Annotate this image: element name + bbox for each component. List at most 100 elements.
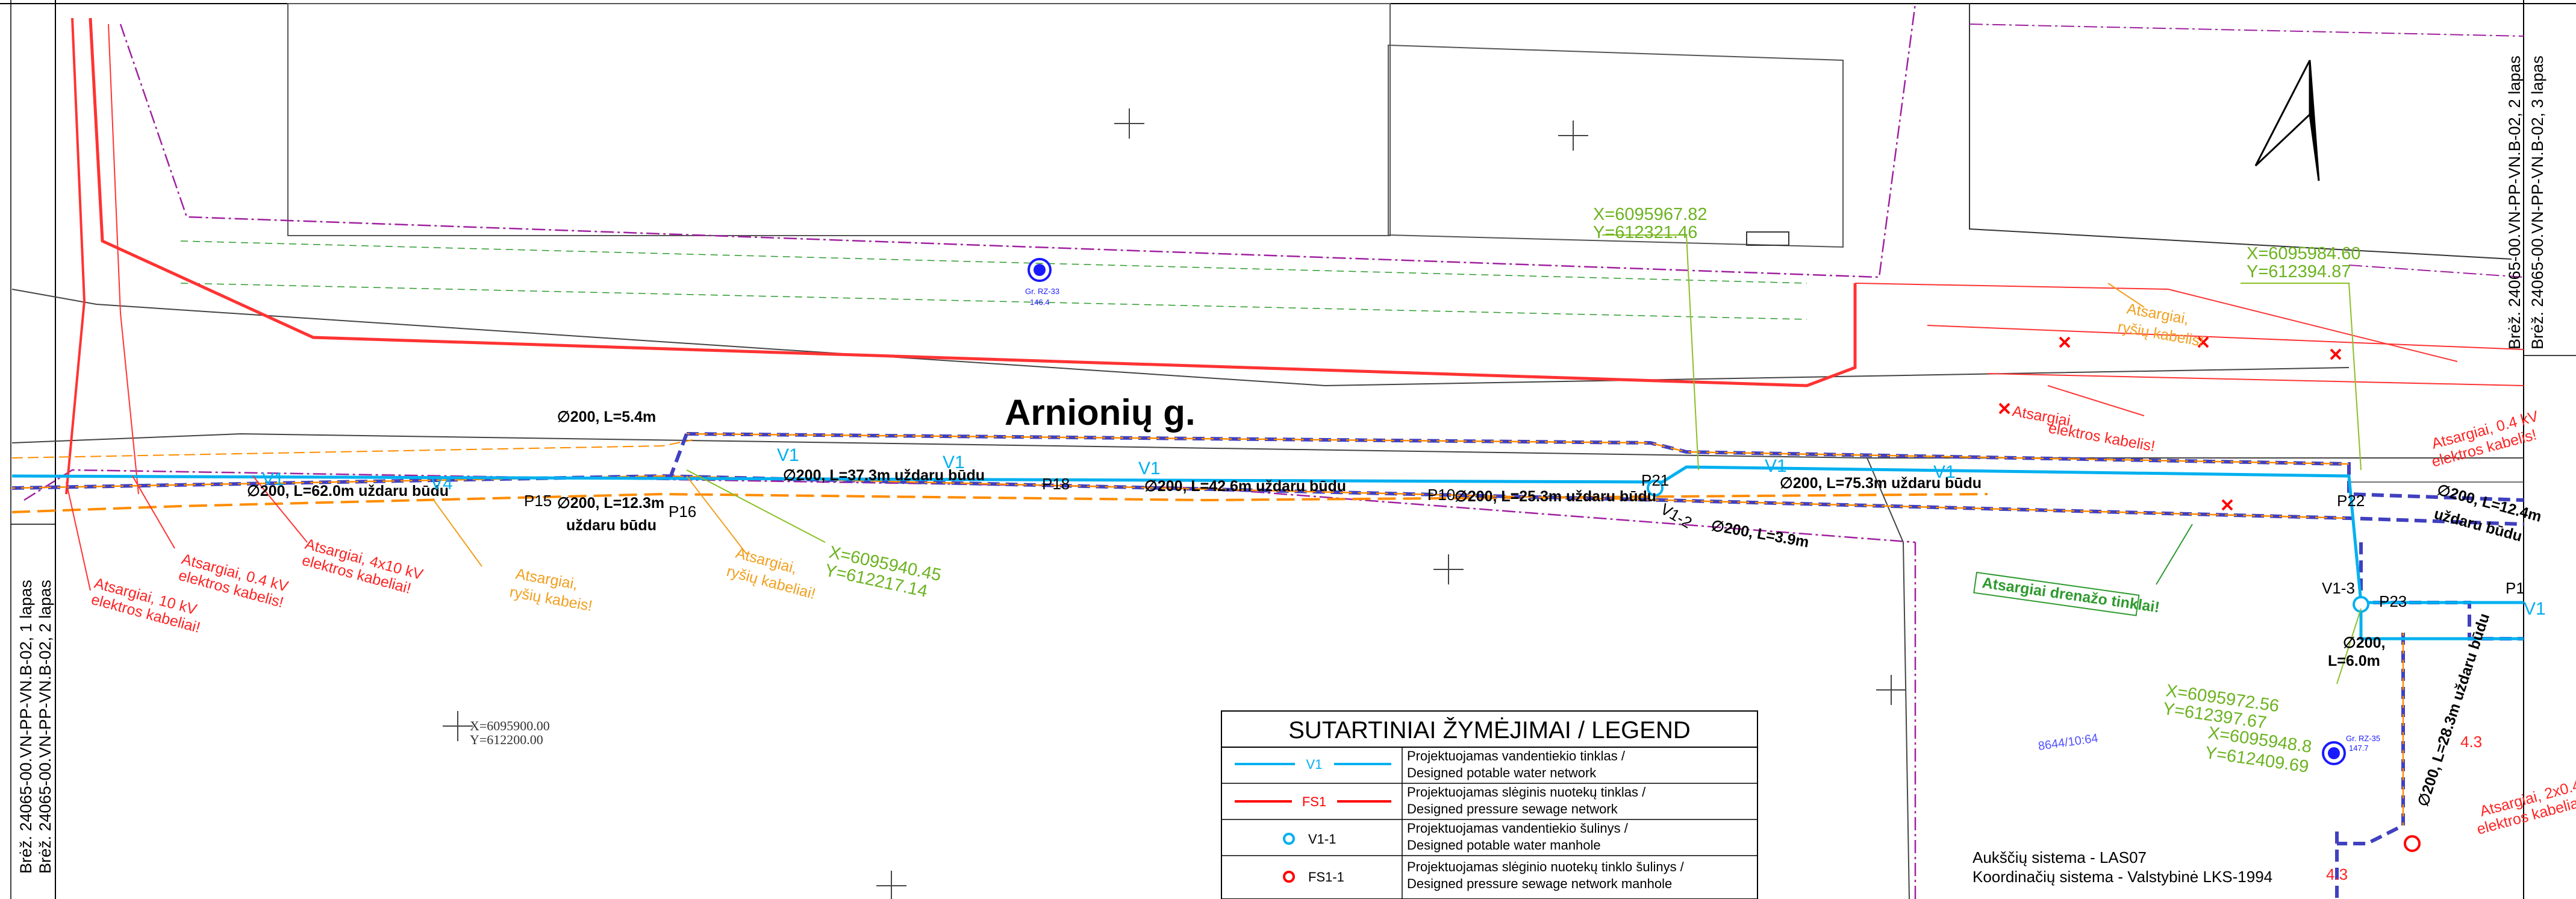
dimension-labels: 4.3 4.3 [2326,733,2482,883]
existing-comm-cable-2 [11,439,693,459]
point-label: P18 [1042,475,1070,493]
line-tag: V1 [943,453,965,472]
legend-sewer-manhole-icon [1283,871,1295,883]
building-outline-2 [1388,44,1844,248]
legend-text: Projektuojamas slėginis nuotekų tinklas … [1407,785,1646,800]
line-tag: V1 [1138,459,1161,478]
green-line-2 [180,283,1807,320]
pipe-label: uždaru būdu [566,517,656,534]
north-arrow [2254,60,2320,181]
water-manhole-v1-2 [1647,480,1664,496]
sheet-ref-left-2: Brėž. 24065-00.VN-PP-VN.B-02, 2 lapas [36,580,54,874]
pipe-label: ∅200, L=25.3m uždaru būdu [1455,488,1656,505]
point-label: P1 [2506,579,2525,597]
manhole-label: Gr. RZ-35 [2346,734,2380,743]
leader-drain [2156,524,2193,585]
pipe-label: L=6.0m [2328,653,2380,669]
cross-mark [2330,348,2342,360]
leader-comm-3 [2107,283,2145,308]
manhole-label: 147.7 [2349,744,2369,753]
existing-manhole-1 [1028,258,1052,282]
point-label: P21 [1641,471,1669,489]
designed-sewer-south-overlay [11,475,2350,519]
leader-comm-1 [433,500,482,567]
existing-manhole-2-fill [2328,747,2340,759]
designed-water-main [11,465,2524,604]
point-label: V1-3 [2322,579,2355,597]
coordinate-y: Y=612321.46 [1593,223,1697,242]
legend-symbol: V1-1 [1308,832,1336,847]
existing-manhole-1-fill [1034,264,1046,276]
coordinate-x: X=6095967.82 [1593,205,1707,224]
line-tag: V1 [2524,599,2546,619]
leader-el-2 [252,475,308,543]
leader-coord-2 [2241,283,2362,471]
dimension-label: 4.3 [2460,733,2482,751]
point-label: P10 [1427,486,1455,504]
sheet-ref-right-2: Brėž. 24065-00.VN-PP-VN.B-02, 3 lapas [2528,55,2546,349]
grid-crosses [443,108,1906,899]
sheet-ref-right-1: Brėž. 24065-00.VN-PP-VN.B-02, 2 lapas [2506,55,2524,349]
legend-title: SUTARTINIAI ŽYMĖJIMAI / LEGEND [1288,716,1691,744]
line-tag: V4 [431,474,453,493]
pipe-label: ∅200, L=12.3m [557,495,664,512]
leaders [66,234,2362,684]
parcel-line-right [1969,4,2512,260]
line-tag: V1 [1933,462,1956,482]
designed-sewer-connector [667,433,688,483]
coordinate-system: Koordinačių sistema - Valstybinė LKS-199… [1973,868,2272,886]
manhole-annotations: Gr. RZ-33 146.4 Gr. RZ-35 147.7 [1025,287,2380,753]
legend-symbol: V1 [1306,757,1323,772]
north-arrow-right [2309,60,2320,181]
sewer-manhole [2404,835,2421,852]
existing-manhole-2 [2322,741,2346,765]
manhole-label: 146.4 [1030,298,1050,307]
leader-coord-4 [2336,608,2362,684]
dimension-label: 4.3 [2326,865,2348,883]
existing-cable-red-5 [1927,325,2524,350]
pipe-label: ∅200, L=5.4m [557,409,656,425]
cross-mark [1998,403,2010,415]
point-label: P15 [524,492,552,510]
existing-cable-red-6 [1987,373,2524,386]
point-label: P16 [669,503,696,521]
height-system: Aukščių sistema - LAS07 [1973,848,2147,866]
legend-text: Designed pressure sewage network [1407,801,1618,816]
cross-mark [2221,499,2233,511]
designed-sewer-north [686,432,2524,502]
legend-text: Designed potable water network [1407,765,1597,780]
water-manhole-v1-3 [2353,596,2369,613]
legend-text: Designed potable water manhole [1407,838,1601,853]
legend-table: SUTARTINIAI ŽYMĖJIMAI / LEGEND V1 Projek… [1221,710,1758,899]
existing-cable-red-4 [1854,283,2458,362]
grid-coordinate-x: X=6095900.00 [470,718,550,733]
pipe-label: ∅200, L=62.0m uždaru būdu [247,483,449,500]
legend-text: Projektuojamas slėginio nuotekų tinklo š… [1407,859,1685,874]
legend-symbol: FS1 [1302,794,1326,809]
existing-comm-cable [11,492,1988,513]
drain-warning-box [1973,571,2140,616]
pipe-label: ∅200, L=75.3m uždaru būdu [1780,475,1982,492]
building-outline [287,3,1391,236]
existing-cable-red-2 [65,17,86,495]
manhole-label: Gr. RZ-33 [1025,287,1059,296]
grid-coordinate-y: Y=612200.00 [470,732,543,747]
street-name: Arnionių g. [1005,392,1196,433]
designed-water-branch [2359,603,2524,641]
leader-coord-1 [1602,234,1699,471]
line-tag: V1 [1765,456,1787,476]
green-line-1 [180,240,1807,284]
legend-frame [1221,710,1758,899]
road-edge-north [11,289,2350,387]
small-structure [1746,231,1789,246]
line-tags: V1 V1 V1 V1 V1 V1 V1 V4 [262,445,2546,619]
leader-el-1 [132,475,175,549]
point-label: P23 [2379,592,2407,610]
boundary-line-ne [1969,23,2524,37]
coordinate-x: X=6095984.60 [2247,244,2361,263]
legend-text: Designed pressure sewage network manhole [1407,876,1672,891]
line-tag: V1 [777,445,799,465]
point-label: P22 [2337,492,2365,510]
boundary-line-e [2348,265,2524,278]
leader-el-3 [66,481,91,591]
